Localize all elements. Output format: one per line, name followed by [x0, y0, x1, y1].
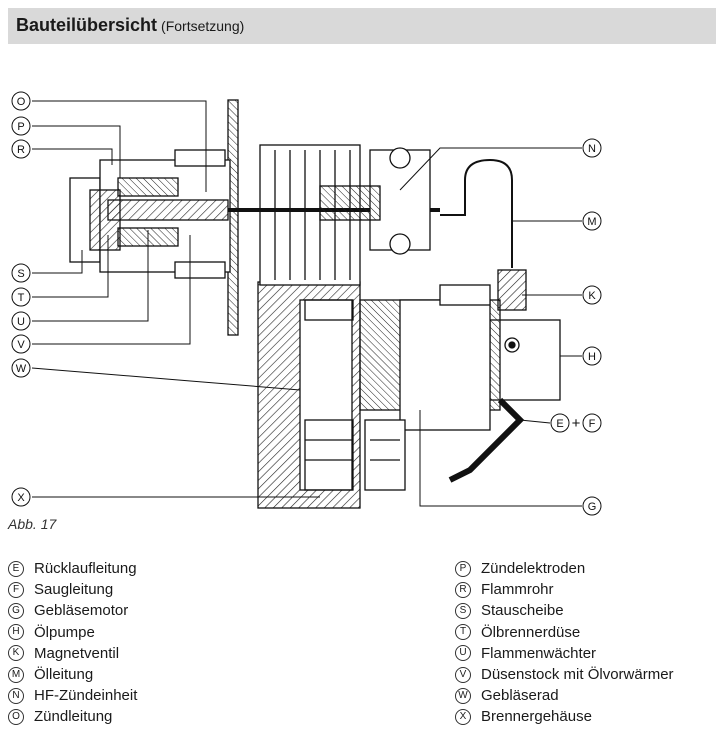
leader-lines — [31, 100, 582, 507]
callout-T-letter: T — [18, 292, 25, 304]
callout-K-letter: K — [588, 290, 596, 302]
callout-O-letter: O — [17, 96, 26, 108]
legend-item: V Düsenstock mit Ölvorwärmer — [455, 664, 674, 685]
callout-W: W — [11, 358, 31, 378]
callout-T: T — [11, 287, 31, 307]
callout-W-letter: W — [16, 363, 27, 375]
figure-caption: Abb. 17 — [8, 516, 57, 532]
legend-label: HF-Zündeinheit — [34, 687, 138, 705]
legend-letter: S — [455, 602, 471, 619]
legend-item: W Gebläserad — [455, 685, 674, 706]
callout-N: N — [582, 138, 602, 158]
callout-V: V — [11, 334, 31, 354]
callout-F: F — [582, 413, 602, 433]
legend-label: Flammrohr — [481, 581, 554, 599]
callout-V-letter: V — [17, 339, 25, 351]
callout-K: K — [582, 285, 602, 305]
legend-label: Zündleitung — [34, 708, 113, 726]
legend-label: Gebläsemotor — [34, 602, 129, 620]
legend-item: O Zündleitung — [8, 706, 137, 727]
legend-item: G Gebläsemotor — [8, 600, 137, 621]
callout-M: M — [582, 211, 602, 231]
callout-X-letter: X — [17, 492, 25, 504]
legend-letter: O — [8, 708, 24, 725]
callout-H: H — [582, 346, 602, 366]
legend-item: M Ölleitung — [8, 664, 137, 685]
legend-letter: P — [455, 560, 471, 577]
callout-R: R — [11, 139, 31, 159]
legend-item: T Ölbrennerdüse — [455, 622, 674, 643]
legend-item: N HF-Zündeinheit — [8, 685, 137, 706]
legend-label: Düsenstock mit Ölvorwärmer — [481, 666, 674, 684]
legend-letter: V — [455, 666, 471, 683]
legend-item: U Flammenwächter — [455, 643, 674, 664]
legend-item: S Stauscheibe — [455, 600, 674, 621]
callout-S-letter: S — [17, 268, 24, 280]
ignition-unit — [319, 147, 513, 268]
legend-letter: H — [8, 624, 24, 641]
callout-plus-sign: + — [572, 415, 581, 432]
callout-G: G — [582, 496, 602, 516]
legend-label: Gebläserad — [481, 687, 559, 705]
flame-tube — [69, 149, 440, 279]
legend-item: X Brennergehäuse — [455, 706, 674, 727]
legend-label: Stauscheibe — [481, 602, 564, 620]
legend-item: R Flammrohr — [455, 579, 674, 600]
legend-letter: U — [455, 645, 471, 662]
legend-letter: K — [8, 645, 24, 662]
legend-label: Flammenwächter — [481, 644, 597, 662]
legend-item: E Rücklaufleitung — [8, 558, 137, 579]
callout-U-letter: U — [17, 316, 25, 328]
legend-left: E Rücklaufleitung F Saugleitung G Gebläsemo… — [8, 558, 137, 728]
legend-label: Ölpumpe — [34, 623, 95, 641]
callout-P-letter: P — [17, 121, 24, 133]
legend-letter: T — [455, 624, 471, 641]
oil-pump — [359, 269, 561, 431]
legend-item: P Zündelektroden — [455, 558, 674, 579]
legend-letter: G — [8, 602, 24, 619]
legend-letter: N — [8, 687, 24, 704]
callout-U: U — [11, 311, 31, 331]
legend-letter: F — [8, 581, 24, 598]
callouts: O P R S T U V W X N M K H E + F G — [11, 91, 602, 516]
callout-X: X — [11, 487, 31, 507]
legend-letter: W — [455, 687, 471, 704]
callout-E-letter: E — [556, 418, 563, 430]
callout-F-letter: F — [589, 418, 596, 430]
legend-item: F Saugleitung — [8, 579, 137, 600]
legend-label: Magnetventil — [34, 644, 120, 662]
section-subtitle: (Fortsetzung) — [161, 18, 245, 34]
callout-O: O — [11, 91, 31, 111]
callout-R-letter: R — [17, 144, 25, 156]
callout-H-letter: H — [588, 351, 596, 363]
legend-item: K Magnetventil — [8, 643, 137, 664]
callout-S: S — [11, 263, 31, 283]
oil-hoses — [364, 397, 525, 491]
callout-G-letter: G — [588, 501, 597, 513]
legend-letter: E — [8, 560, 24, 577]
burner-housing — [257, 281, 361, 509]
legend-letter: M — [8, 666, 24, 683]
legend-label: Brennergehäuse — [481, 708, 592, 726]
legend-letter: X — [455, 708, 471, 725]
callout-P: P — [11, 116, 31, 136]
legend-label: Ölbrennerdüse — [481, 623, 581, 641]
legend-label: Zündelektroden — [481, 560, 586, 578]
legend-label: Rücklaufleitung — [34, 560, 137, 578]
legend-label: Saugleitung — [34, 581, 114, 599]
callout-E: E — [550, 413, 570, 433]
callout-M-letter: M — [587, 216, 596, 228]
callout-N-letter: N — [588, 143, 596, 155]
legend-label: Ölleitung — [34, 666, 94, 684]
legend-letter: R — [455, 581, 471, 598]
section-header: Bauteilübersicht(Fortsetzung) — [8, 8, 716, 44]
title-text: Bauteilübersicht — [16, 15, 158, 35]
burner-technical-drawing: O P R S T U V W X N M K H E + F G — [11, 91, 602, 516]
section-title: Bauteilübersicht(Fortsetzung) — [16, 15, 244, 36]
legend-item: H Ölpumpe — [8, 622, 137, 643]
